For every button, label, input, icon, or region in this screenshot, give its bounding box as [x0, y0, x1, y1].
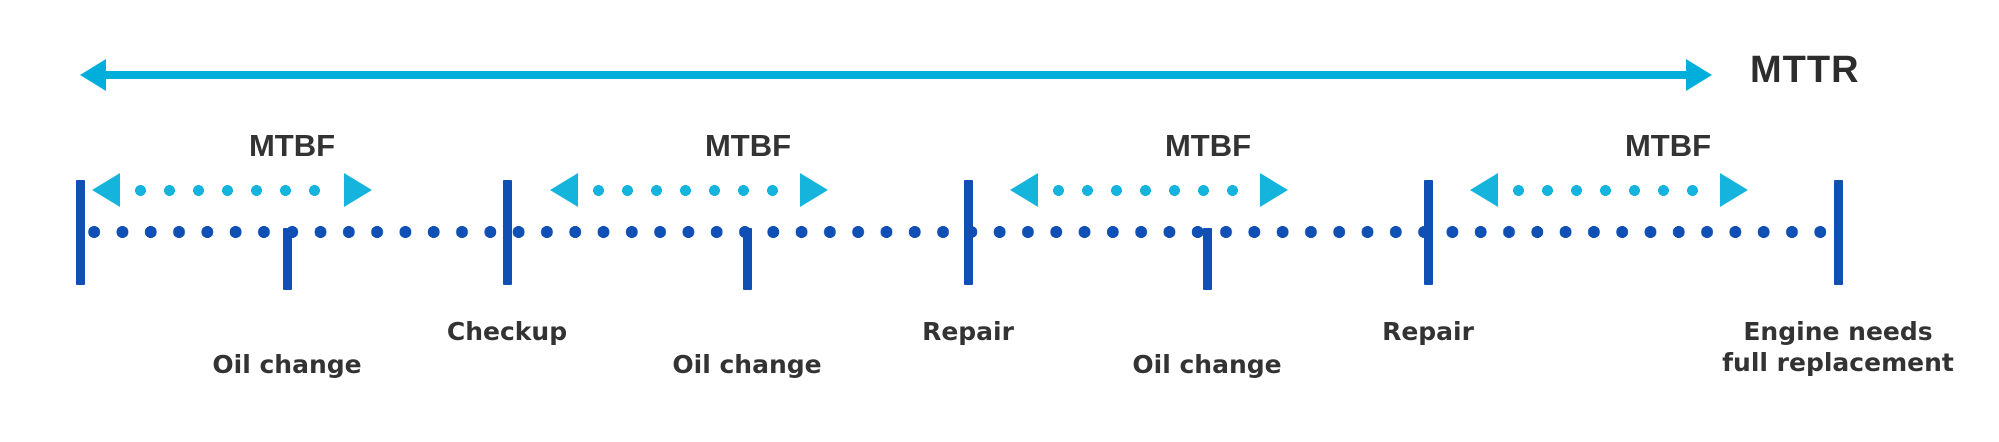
timeline-boundary-tick [503, 180, 512, 285]
mtbf-dotted-line [126, 185, 338, 196]
timeline-boundary-tick [1424, 180, 1433, 285]
timeline-dotted-line [80, 226, 1838, 238]
mtbf-label: MTBF [1164, 128, 1252, 163]
mtbf-label: MTBF [248, 128, 336, 163]
mttr-arrowhead-right [1686, 59, 1712, 91]
timeline-boundary-tick [76, 180, 85, 285]
timeline-event-tick [283, 228, 292, 290]
mtbf-arrowhead-left [1010, 173, 1038, 207]
mttr-arrowhead-left [80, 59, 106, 91]
timeline-event-label: Oil change [1132, 350, 1282, 379]
mtbf-arrowhead-left [92, 173, 120, 207]
timeline-event-tick [1203, 228, 1212, 290]
mtbf-dotted-line [1504, 185, 1714, 196]
timeline-event-tick [743, 228, 752, 290]
timeline-event-label: Repair [1382, 317, 1474, 346]
mttr-arrow-shaft [104, 71, 1688, 79]
timeline-boundary-tick [964, 180, 973, 285]
timeline-event-label: Checkup [446, 317, 568, 346]
mtbf-label: MTBF [704, 128, 792, 163]
mtbf-arrowhead-right [800, 173, 828, 207]
mtbf-arrowhead-right [1260, 173, 1288, 207]
mtbf-arrowhead-right [344, 173, 372, 207]
mtbf-arrowhead-right [1720, 173, 1748, 207]
mtbf-dotted-line [584, 185, 794, 196]
mtbf-dotted-line [1044, 185, 1254, 196]
timeline-event-label: Oil change [212, 350, 362, 379]
mttr-label: MTTR [1750, 49, 1860, 91]
mtbf-arrowhead-left [1470, 173, 1498, 207]
timeline-event-label: Repair [922, 317, 1014, 346]
timeline-boundary-tick [1834, 180, 1843, 285]
mtbf-label: MTBF [1624, 128, 1712, 163]
mtbf-arrowhead-left [550, 173, 578, 207]
timeline-event-label: Oil change [672, 350, 822, 379]
